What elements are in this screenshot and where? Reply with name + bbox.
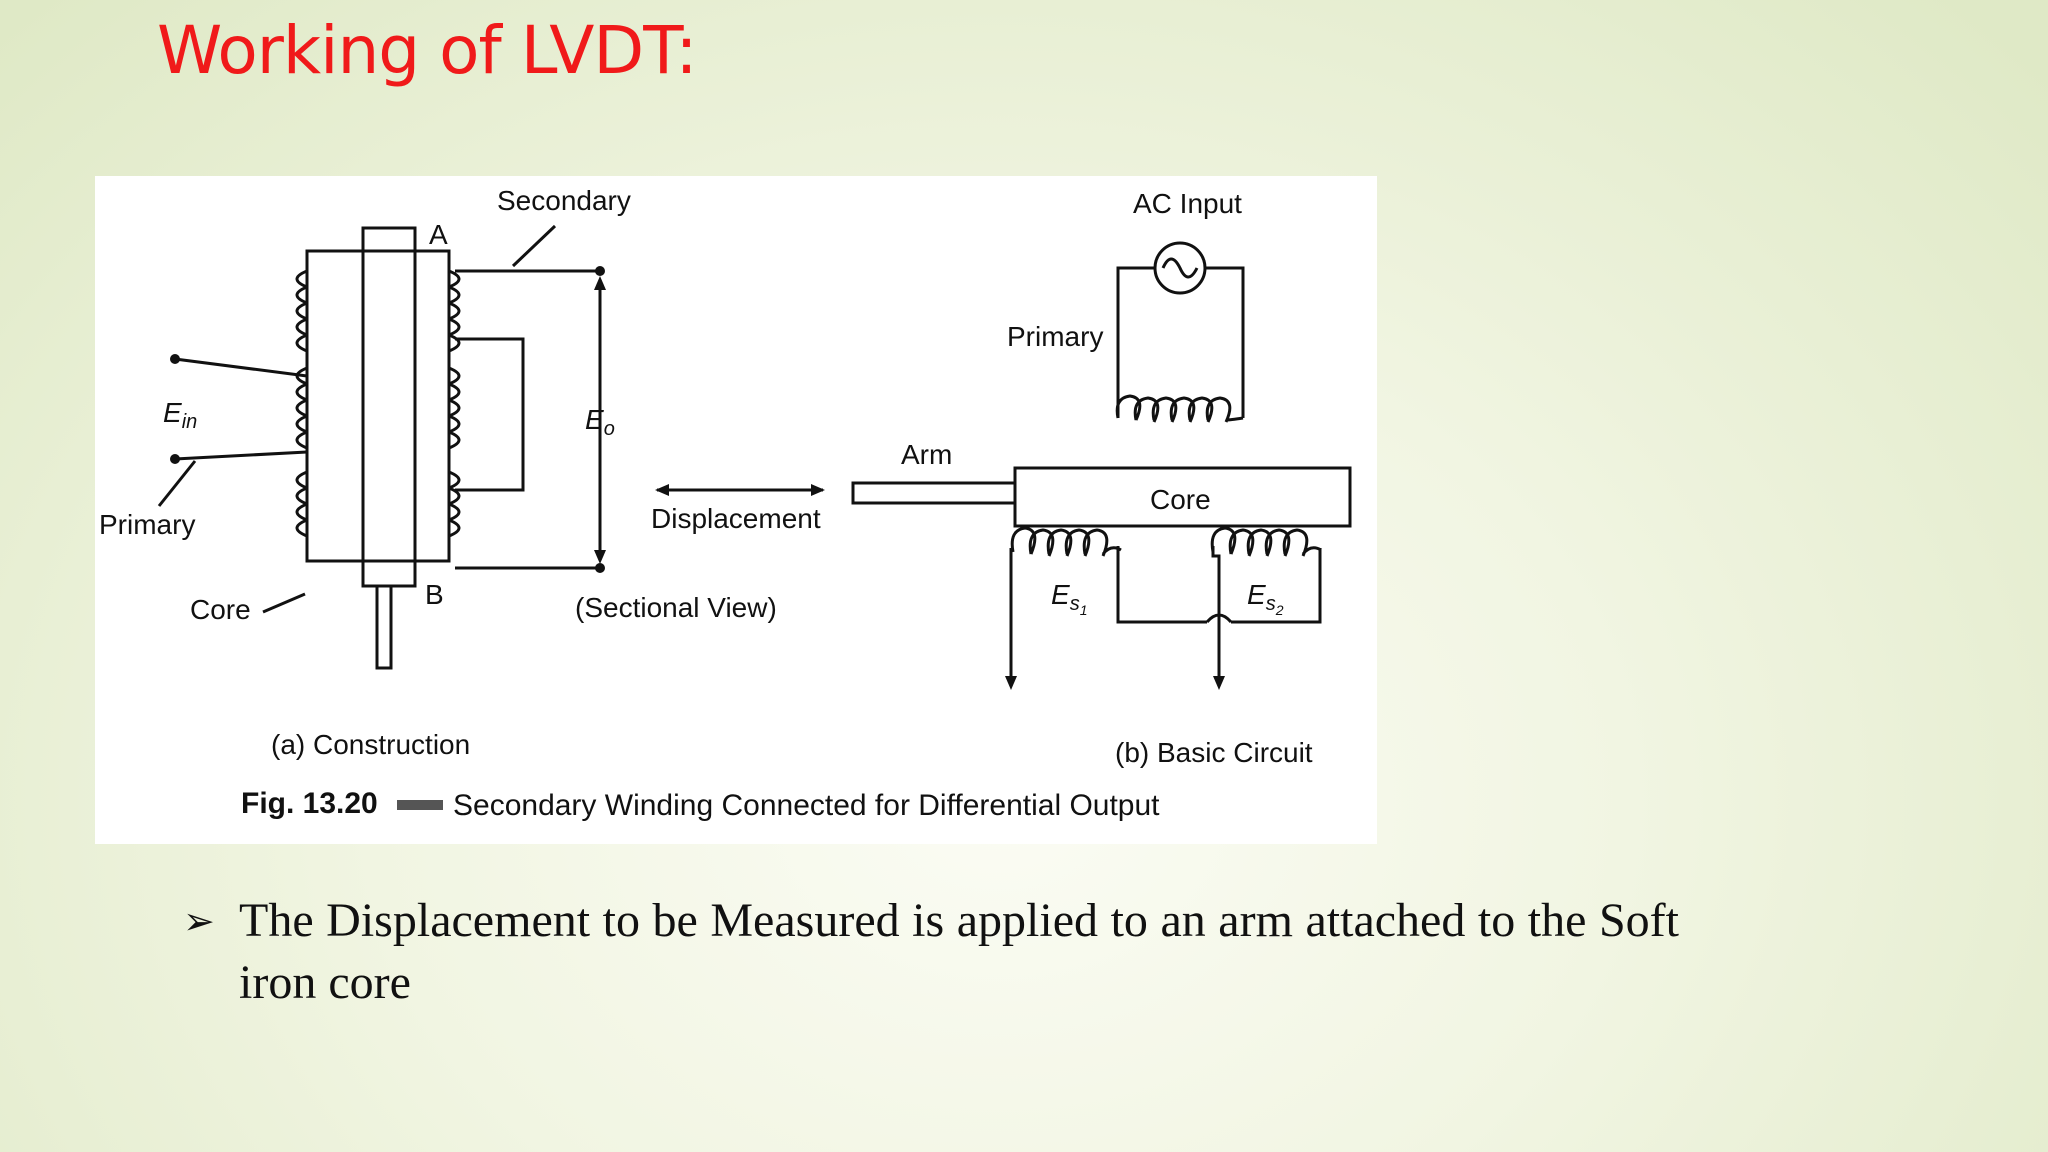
arrowhead [1005, 676, 1017, 690]
series-link-2 [1231, 548, 1322, 624]
construction-markers [170, 266, 825, 573]
terminal-dot [170, 354, 180, 364]
construction-drawing [157, 224, 823, 670]
caption-separator [397, 800, 443, 810]
secondary-coil-1 [1010, 526, 1122, 557]
label-a: A [429, 219, 448, 250]
label-ein: Ein [163, 397, 197, 433]
secondary-coil-1-left [295, 269, 308, 353]
primary-coil-right [448, 366, 461, 450]
figure-number: Fig. 13.20 [241, 787, 378, 820]
caption-basic-circuit: (b) Basic Circuit [1115, 737, 1313, 768]
label-displacement: Displacement [651, 503, 821, 534]
arrowhead [655, 484, 669, 496]
lvdt-figure: Secondary A B Ein Eo Primary Core Displa… [95, 176, 1377, 844]
arm [851, 481, 1017, 505]
secondary-coil-2-right [448, 470, 461, 538]
label-secondary: Secondary [497, 185, 631, 216]
label-es1: Es1 [1051, 579, 1087, 618]
primary-leader [157, 460, 197, 507]
arrowhead [594, 550, 606, 564]
terminal-dot [595, 266, 605, 276]
primary-wire-left [1116, 266, 1155, 418]
circuit-drawing [851, 241, 1352, 682]
lvdt-diagram: Secondary A B Ein Eo Primary Core Displa… [99, 185, 1352, 822]
label-circuit-primary: Primary [1007, 321, 1103, 352]
bullet-arrow-icon: ➢ [183, 899, 215, 943]
ac-sine-symbol [1161, 257, 1199, 279]
slide-title: Working of LVDT: [157, 12, 698, 89]
label-core: Core [190, 594, 251, 625]
label-primary: Primary [99, 509, 195, 540]
bullet-text: The Displacement to be Measured is appli… [239, 894, 1679, 1009]
output-lead-2 [1211, 546, 1221, 682]
coil-former [305, 249, 451, 563]
input-lead-top [174, 357, 308, 378]
label-circuit-core: Core [1150, 484, 1211, 515]
label-es2: Es2 [1247, 579, 1284, 618]
label-sectional-view: (Sectional View) [575, 592, 777, 623]
secondary-coil-2-left [295, 470, 308, 538]
core-rod [361, 226, 417, 588]
secondary-series-link [455, 337, 525, 492]
secondary-coil-1-right [448, 269, 461, 353]
label-b: B [425, 579, 444, 610]
label-arm: Arm [901, 439, 952, 470]
primary-coil [1115, 394, 1244, 423]
secondary-coil-2 [1210, 526, 1322, 557]
primary-wire-right [1205, 266, 1245, 418]
arrowhead [1213, 676, 1225, 690]
arrowhead [594, 276, 606, 290]
arrowhead [811, 484, 825, 496]
terminal-dot [595, 563, 605, 573]
series-link-1 [1116, 546, 1207, 624]
terminal-dot [170, 454, 180, 464]
figure-caption: Secondary Winding Connected for Differen… [453, 789, 1160, 822]
label-eo: Eo [585, 404, 615, 440]
core-leader [262, 592, 306, 614]
secondary-leader [511, 224, 557, 268]
input-lead-bottom [174, 450, 308, 461]
label-ac-input: AC Input [1133, 188, 1242, 219]
circuit-markers [1005, 676, 1225, 690]
caption-construction: (a) Construction [271, 729, 470, 760]
core-shaft [375, 584, 393, 670]
